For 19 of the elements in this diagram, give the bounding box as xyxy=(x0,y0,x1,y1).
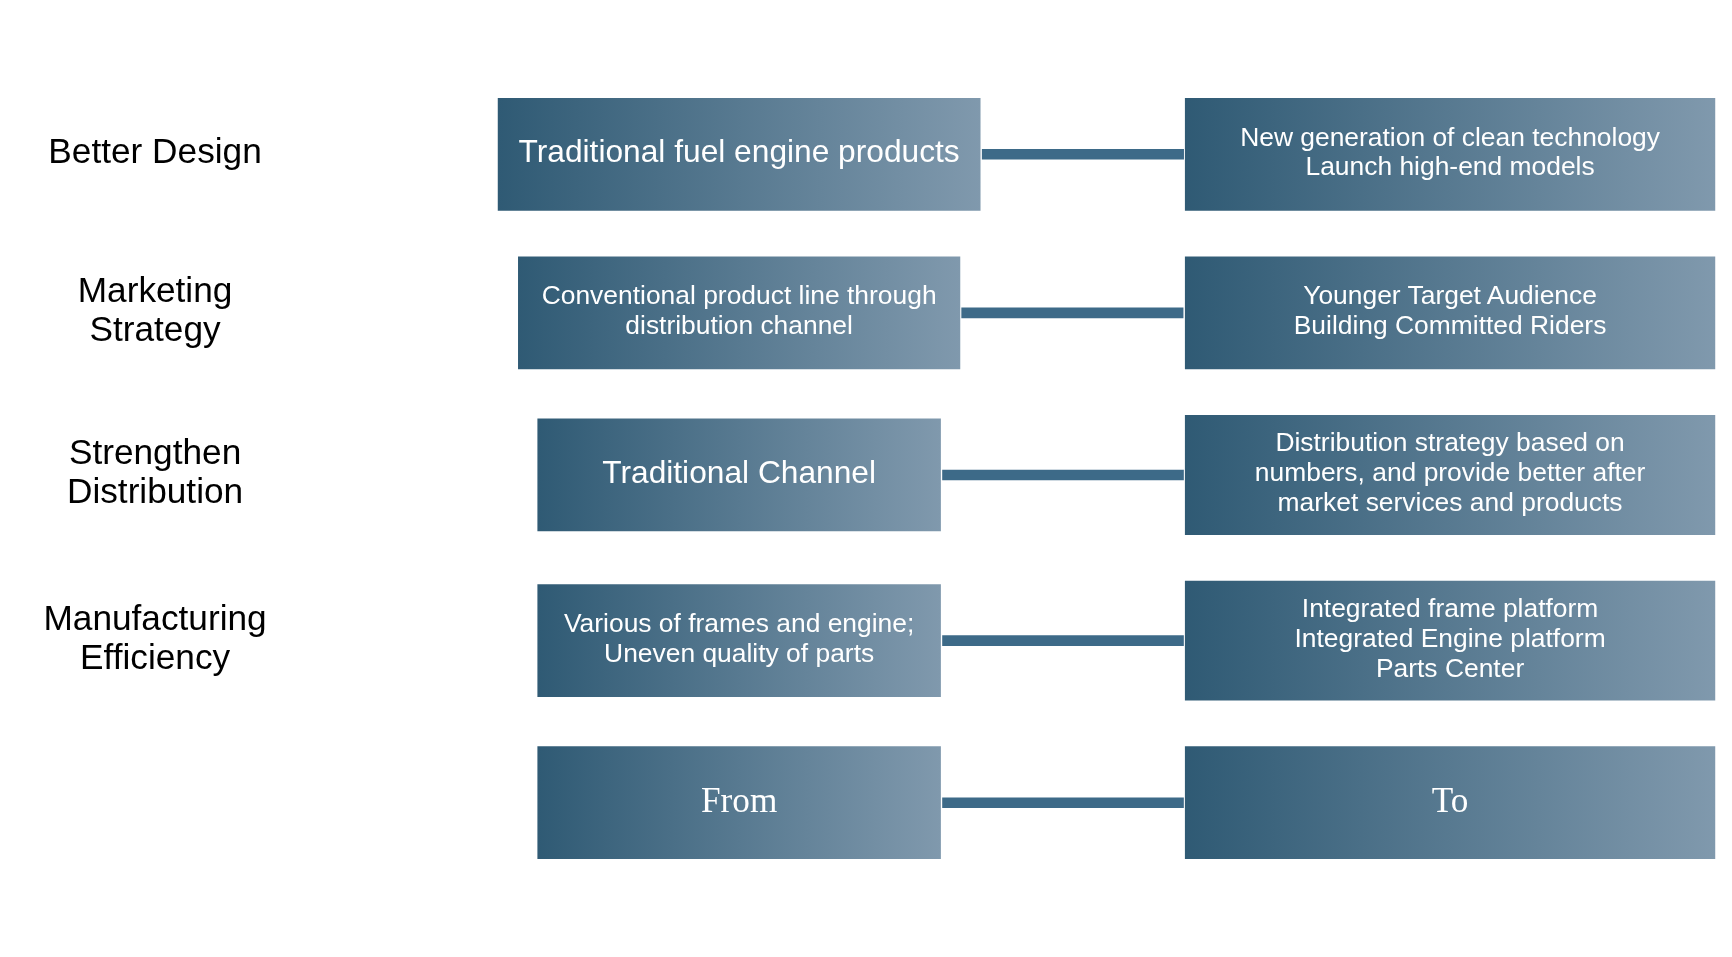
connector xyxy=(942,635,1184,646)
label: Better Design xyxy=(48,131,262,171)
node-box: Conventional product line through distribution channel xyxy=(516,254,962,371)
node-box: Distribution strategy based on numbers, and provide better after market services and products xyxy=(1183,413,1717,537)
label: Manufacturing Efficiency xyxy=(43,598,267,676)
node-box: From xyxy=(535,744,943,861)
connector xyxy=(961,307,1184,319)
label: Marketing Strategy xyxy=(77,270,233,349)
node-box: Integrated frame platform Integrated Engine platform Parts Center xyxy=(1183,578,1717,703)
node-box: To xyxy=(1183,744,1717,861)
node-box: Younger Target Audience Building Committed Riders xyxy=(1183,254,1717,371)
label: Strengthen Distribution xyxy=(66,432,244,511)
connector xyxy=(942,469,1184,481)
connector xyxy=(981,149,1184,160)
node-box: Various of frames and engine; Uneven quality of parts xyxy=(535,582,943,699)
node-box: Traditional fuel engine products xyxy=(496,96,983,213)
node-box: Traditional Channel xyxy=(535,416,943,534)
node-box: New generation of clean technology Launch high-end models xyxy=(1183,96,1717,213)
connector xyxy=(942,797,1184,808)
